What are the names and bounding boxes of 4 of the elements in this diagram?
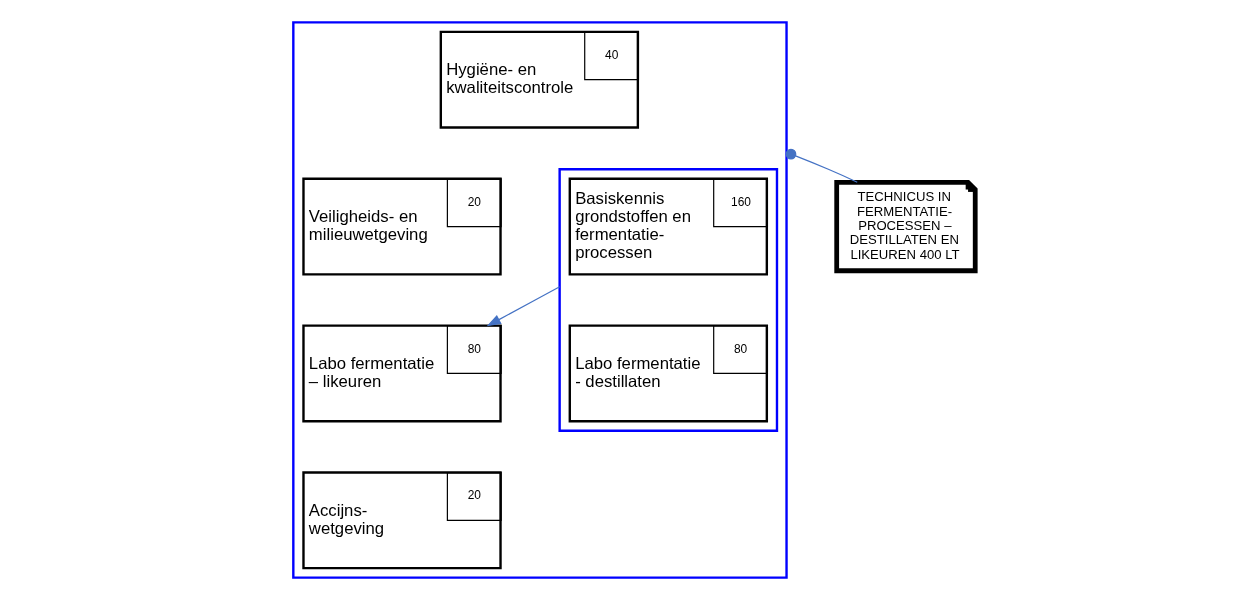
cluster bbox=[558, 168, 779, 432]
cluster bbox=[292, 21, 788, 579]
connector bbox=[785, 148, 858, 183]
arrow bbox=[486, 286, 561, 327]
